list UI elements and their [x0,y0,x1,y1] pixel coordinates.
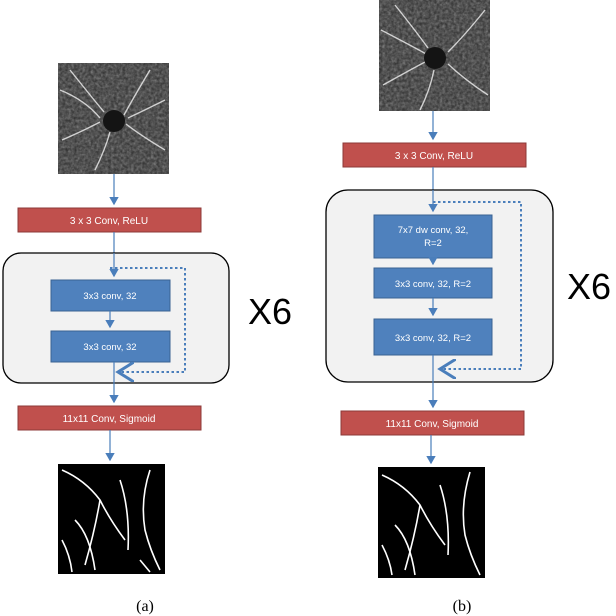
panel-a-block-layer-2-label: 3x3 conv, 32 [83,342,136,353]
panel-b-first-layer-label: 3 x 3 Conv, ReLU [395,151,473,162]
panel-b-block-layer-3: 3x3 conv, 32, R=2 [373,318,493,356]
panel-b-block-layer-2-label: 3x3 conv, 32, R=2 [395,279,471,290]
panel-b-block-layer-1-label: 7x7 dw conv, 32, [398,225,469,236]
panel-a-block-layer-1-label: 3x3 conv, 32 [83,291,136,302]
panel-b-last-layer-label: 11x11 Conv, Sigmoid [386,419,479,430]
panel-a-block-layer-2: 3x3 conv, 32 [50,330,171,363]
panel-b-output-image [378,467,485,578]
panel-b-repeat-block: 7x7 dw conv, 32, R=2 3x3 conv, 32, R=2 3… [325,189,554,383]
panel-b-caption: (b) [453,598,472,615]
panel-a-first-layer: 3 x 3 Conv, ReLU [17,207,202,233]
panel-b-block-layer-1-label-line2: R=2 [424,238,442,249]
panel-a-input-image [58,63,169,174]
panel-b-skip-connection [433,201,522,369]
panel-a-repeat-label: X6 [248,291,292,332]
panel-b-block-layer-2: 3x3 conv, 32, R=2 [373,267,493,299]
panel-b-block-layer-3-label: 3x3 conv, 32, R=2 [395,333,471,344]
panel-b-last-layer: 11x11 Conv, Sigmoid [340,410,525,436]
panel-a-repeat-block: 3x3 conv, 32 3x3 conv, 32 [2,252,230,384]
panel-b-input-image [379,0,490,111]
panel-a: 3 x 3 Conv, ReLU 3x3 conv, 32 3x3 conv, … [2,63,292,615]
panel-b-first-layer: 3 x 3 Conv, ReLU [342,142,527,168]
panel-a-last-layer-label: 11x11 Conv, Sigmoid [63,414,156,425]
panel-b-repeat-label: X6 [567,266,611,307]
panel-a-first-layer-label: 3 x 3 Conv, ReLU [70,216,148,227]
panel-a-skip-connection [110,267,186,372]
panel-a-caption: (a) [136,598,154,615]
panel-a-last-layer: 11x11 Conv, Sigmoid [17,405,202,431]
panel-a-block-layer-1: 3x3 conv, 32 [50,279,171,312]
panel-b-block-layer-1: 7x7 dw conv, 32, R=2 [373,214,493,259]
panel-a-output-image [58,464,165,574]
panel-b: 3 x 3 Conv, ReLU 7x7 dw conv, 32, R=2 3x… [325,0,611,615]
